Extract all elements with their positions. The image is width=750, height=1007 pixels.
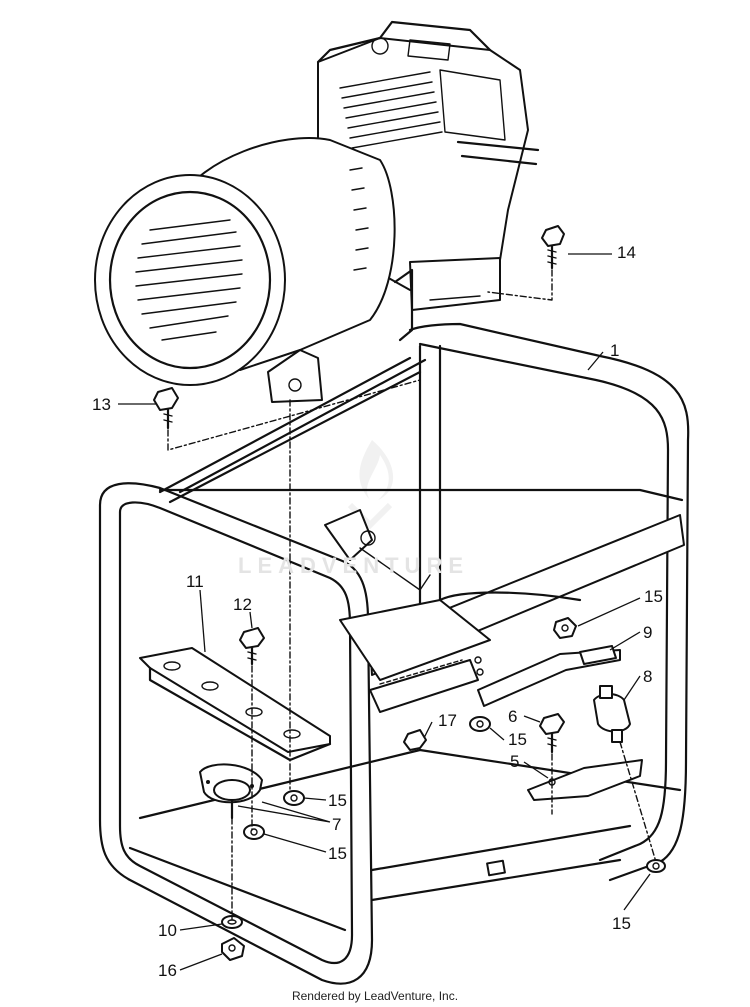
callout-12: 12 [233, 595, 252, 614]
callout-15-top: 15 [644, 587, 663, 606]
bolt-12 [239, 627, 265, 666]
bolt-14 [541, 225, 565, 270]
callout-15-bottom: 15 [612, 914, 631, 933]
callout-7: 8 [643, 667, 653, 686]
engine-generator-assembly [94, 20, 540, 403]
callout-6: 6 [508, 707, 518, 726]
nut-15-b [469, 716, 491, 732]
bracket-right [477, 645, 621, 707]
callout-15-left-b: 15 [328, 844, 347, 863]
callout-9: 9 [643, 623, 653, 642]
render-credit: Rendered by LeadVenture, Inc. [291, 989, 459, 1003]
callout-1: 1 [610, 341, 620, 360]
callout-17: 17 [438, 711, 457, 730]
alignment-lines [167, 269, 657, 921]
nut-16 [221, 937, 245, 961]
leader-lines [118, 253, 651, 971]
nut-15-a [553, 617, 577, 639]
nut-15-c [283, 790, 305, 806]
callout-8: 7 [332, 815, 342, 834]
isolator-mount-right [593, 685, 631, 743]
bolt-6 [539, 713, 565, 754]
bolt-17 [403, 729, 427, 751]
callout-15-mid: 15 [508, 730, 527, 749]
watermark-text: LEADVENTURE [238, 553, 470, 578]
callout-16: 16 [158, 961, 177, 980]
washer-11 [221, 915, 243, 929]
end-cover-vents [135, 219, 243, 341]
callout-13: 13 [92, 395, 111, 414]
callout-10: 11 [186, 572, 204, 591]
callout-11: 10 [158, 921, 177, 940]
bolt-13 [153, 387, 179, 430]
isolator-mount-left [199, 763, 263, 820]
mounting-plate-left [139, 647, 332, 762]
cylinder-fins [339, 37, 506, 149]
callout-14: 14 [617, 243, 636, 262]
nut-15-d [243, 824, 265, 840]
mounting-plate-right [527, 759, 643, 801]
callout-15-left-a: 15 [328, 791, 347, 810]
nut-15-e [646, 859, 666, 873]
callout-5: 5 [510, 752, 520, 771]
